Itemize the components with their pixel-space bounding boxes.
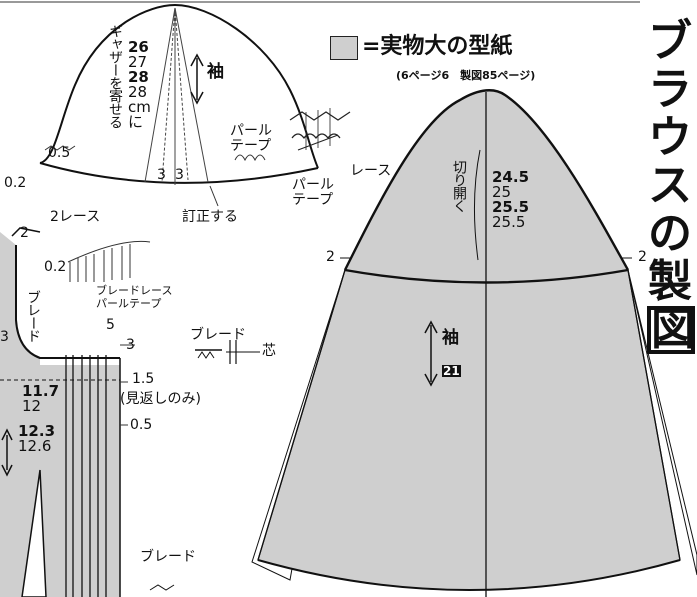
lace-left-label: 2レース (50, 209, 101, 225)
top-sleeve-arrow (190, 53, 204, 105)
gather-note: ギャザーを寄せる (107, 24, 123, 128)
main-sleeve-pattern (251, 89, 697, 597)
main-size-2: 25 (492, 183, 512, 201)
braid-detail (149, 340, 260, 591)
bodice-num-0-5: 0.5 (130, 417, 153, 433)
side-title-char-4: ス (648, 160, 692, 211)
dart-3-left: 3 (157, 167, 166, 183)
braid-right-label: ブレード (190, 327, 246, 343)
main-sleeve-badge: 21 (442, 362, 461, 378)
lace-right-label: レース (350, 163, 392, 179)
bodice-braid-label: ブレード (25, 290, 41, 342)
bodice-num-1-5: 1.5 (132, 371, 155, 387)
number-badge: 21 (442, 364, 461, 378)
bodice-num-2: 2 (20, 225, 29, 241)
side-title-char-5: の (648, 208, 692, 259)
bodice-num-3: 3 (126, 337, 135, 353)
braid-lace-pearl-label: ブレードレース パールテープ (96, 284, 173, 310)
main-sleeve-right-2: 2 (638, 249, 647, 265)
gather-size-3: 28 (128, 68, 149, 86)
bodice-num-3-left: 3 (0, 329, 9, 345)
facing-only-label: (見返しのみ) (120, 391, 201, 407)
side-title-char-2: ラ (648, 64, 692, 115)
gather-size-1: 26 (128, 38, 149, 56)
braid-bottom-label: ブレード (140, 549, 196, 565)
main-size-1: 24.5 (492, 168, 530, 186)
top-sleeve-pattern (39, 3, 319, 207)
gather-suffix: に (128, 113, 144, 131)
cut-open-label: 切り開く (451, 160, 467, 212)
measure-0-2: 0.2 (4, 175, 27, 191)
main-size-4: 25.5 (492, 213, 526, 231)
legend-swatch (330, 36, 358, 60)
gather-unit: cm (128, 98, 151, 116)
lace-sample-right (289, 108, 351, 151)
dart-3-right: 3 (175, 167, 184, 183)
side-title-char-1: ブ (648, 16, 692, 67)
core-label: 芯 (262, 343, 276, 359)
gather-size-2: 27 (128, 53, 148, 71)
bodice-size-b1: 12.3 (18, 422, 56, 440)
gather-sizes: 26 27 28 28 cm に (128, 40, 151, 130)
side-title-char-6: 製 (648, 256, 692, 307)
bodice-sizes-b: 12.3 12.6 (18, 424, 55, 454)
bodice-sizes-a: 11.7 12 (22, 384, 59, 414)
top-sleeve-label: 袖 (207, 62, 224, 82)
bodice-size-a1: 11.7 (22, 382, 60, 400)
main-size-3: 25.5 (492, 198, 530, 216)
legend-subnote: (6ページ6 製図85ページ) (396, 69, 536, 82)
measure-0-5: 0.5 (48, 145, 71, 161)
main-sleeve-label: 袖 (442, 328, 459, 348)
bodice-size-a2: 12 (22, 397, 42, 415)
gather-size-4: 28 (128, 83, 148, 101)
bodice-size-b2: 12.6 (18, 437, 52, 455)
pearl-tape-label: パール テープ (230, 123, 272, 154)
side-title-char-7: 図 (647, 306, 695, 354)
side-title: ブ ラ ウ ス の 製 図 (647, 16, 695, 354)
legend-label: =実物大の型紙 (362, 34, 513, 59)
bodice-num-5: 5 (106, 317, 115, 333)
side-title-char-3: ウ (648, 112, 692, 163)
pearl-tape-far-right: パール テープ (292, 177, 334, 208)
main-sleeve-sizes: 24.5 25 25.5 25.5 (492, 170, 529, 230)
main-sleeve-left-2: 2 (326, 249, 335, 265)
bodice-front-pattern (0, 227, 151, 597)
bodice-num-0-2: 0.2 (44, 259, 67, 275)
correct-label: 訂正する (182, 209, 238, 225)
